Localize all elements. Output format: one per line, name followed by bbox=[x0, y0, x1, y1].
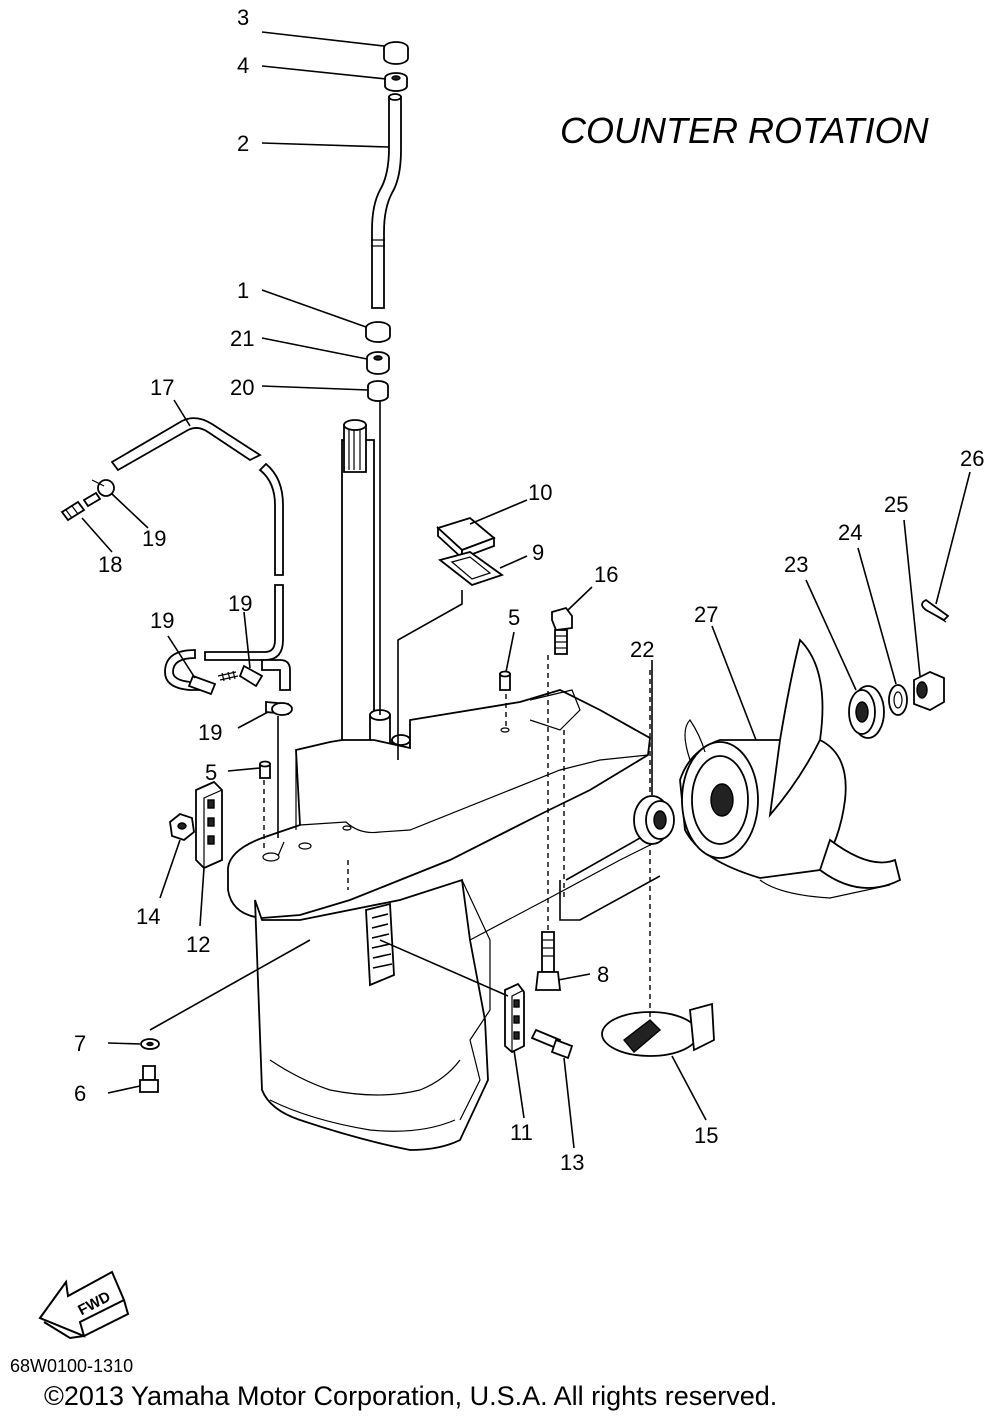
callout-21: 21 bbox=[230, 326, 254, 351]
part-8-bolt bbox=[534, 931, 562, 991]
diagram-code: 68W0100-1310 bbox=[10, 1356, 133, 1376]
part-19-clamp-d bbox=[265, 701, 293, 716]
fwd-arrow-icon: FWD bbox=[38, 1270, 130, 1340]
callout-15: 15 bbox=[694, 1123, 718, 1148]
callout-19-c: 19 bbox=[228, 591, 252, 616]
callout-8: 8 bbox=[597, 962, 609, 987]
callout-22: 22 bbox=[630, 637, 654, 662]
water-intake-grille bbox=[365, 902, 395, 987]
part-19-clamp-a bbox=[91, 479, 115, 497]
part-5-dowel-pin-a bbox=[499, 670, 511, 691]
callout-27: 27 bbox=[694, 602, 718, 627]
callout-19-a: 19 bbox=[142, 526, 166, 551]
copyright-notice: ©2013 Yamaha Motor Corporation, U.S.A. A… bbox=[44, 1381, 777, 1411]
callout-19-b: 19 bbox=[150, 608, 174, 633]
callout-20: 20 bbox=[230, 375, 254, 400]
callout-14: 14 bbox=[136, 904, 160, 929]
part-9-gasket bbox=[438, 551, 504, 587]
callout-1: 1 bbox=[237, 278, 249, 303]
callout-7: 7 bbox=[74, 1031, 86, 1056]
drive-shaft bbox=[341, 439, 375, 761]
part-2-shift-rod bbox=[371, 93, 402, 309]
callout-13: 13 bbox=[560, 1150, 584, 1175]
part-26-cotter-pin bbox=[921, 598, 950, 623]
part-16-bolt bbox=[551, 606, 573, 655]
callout-18: 18 bbox=[98, 552, 122, 577]
callout-11: 11 bbox=[510, 1120, 533, 1145]
callout-12: 12 bbox=[186, 932, 210, 957]
part-19-clamp-b bbox=[187, 674, 217, 696]
callout-9: 9 bbox=[532, 540, 544, 565]
callout-5-a: 5 bbox=[508, 605, 520, 630]
callout-16: 16 bbox=[594, 562, 618, 587]
callout-2: 2 bbox=[237, 131, 249, 156]
part-7-washer bbox=[140, 1038, 160, 1050]
part-11-anode bbox=[504, 982, 525, 1054]
hose-elbow bbox=[261, 659, 291, 691]
part-22-spacer bbox=[633, 795, 675, 845]
callout-labels: 3 4 2 1 21 20 17 19 18 19 19 19 5 10 9 1… bbox=[74, 5, 984, 1175]
part-27-propeller bbox=[679, 638, 902, 899]
callout-25: 25 bbox=[884, 492, 908, 517]
part-14-nut bbox=[169, 812, 195, 842]
part-21-seal bbox=[366, 351, 390, 375]
part-17-hose bbox=[110, 417, 262, 472]
part-23-spacer bbox=[848, 685, 885, 739]
callout-10: 10 bbox=[528, 480, 552, 505]
part-15-trim-tab bbox=[601, 670, 715, 1057]
part-3-bushing bbox=[383, 41, 409, 65]
shift-rod-assembly bbox=[365, 41, 409, 402]
part-10-plate bbox=[436, 516, 496, 561]
callout-5-b: 5 bbox=[205, 760, 217, 785]
part-18-fitting bbox=[60, 491, 102, 522]
callout-23: 23 bbox=[784, 552, 808, 577]
part-1-oring bbox=[365, 321, 391, 343]
callout-4: 4 bbox=[237, 53, 249, 78]
callout-19-d: 19 bbox=[198, 720, 222, 745]
part-4-grommet bbox=[384, 72, 408, 92]
leader-lines bbox=[81, 31, 971, 1149]
callout-17: 17 bbox=[150, 375, 174, 400]
part-lower-casing bbox=[227, 419, 671, 1151]
callout-3: 3 bbox=[237, 5, 249, 30]
part-20-bushing bbox=[367, 380, 389, 402]
diagram-title: COUNTER ROTATION bbox=[560, 110, 930, 151]
part-5-dowel-pin-b bbox=[259, 760, 271, 779]
callout-24: 24 bbox=[838, 520, 862, 545]
part-25-nut bbox=[913, 671, 945, 711]
part-19-clamp-c bbox=[238, 664, 264, 688]
part-13-screw bbox=[530, 1028, 574, 1060]
part-6-bolt bbox=[139, 1065, 159, 1093]
water-hose-assembly bbox=[60, 417, 293, 716]
callout-26: 26 bbox=[960, 446, 984, 471]
part-24-washer bbox=[888, 684, 908, 716]
part-12-anode bbox=[195, 780, 223, 870]
callout-6: 6 bbox=[74, 1081, 86, 1106]
